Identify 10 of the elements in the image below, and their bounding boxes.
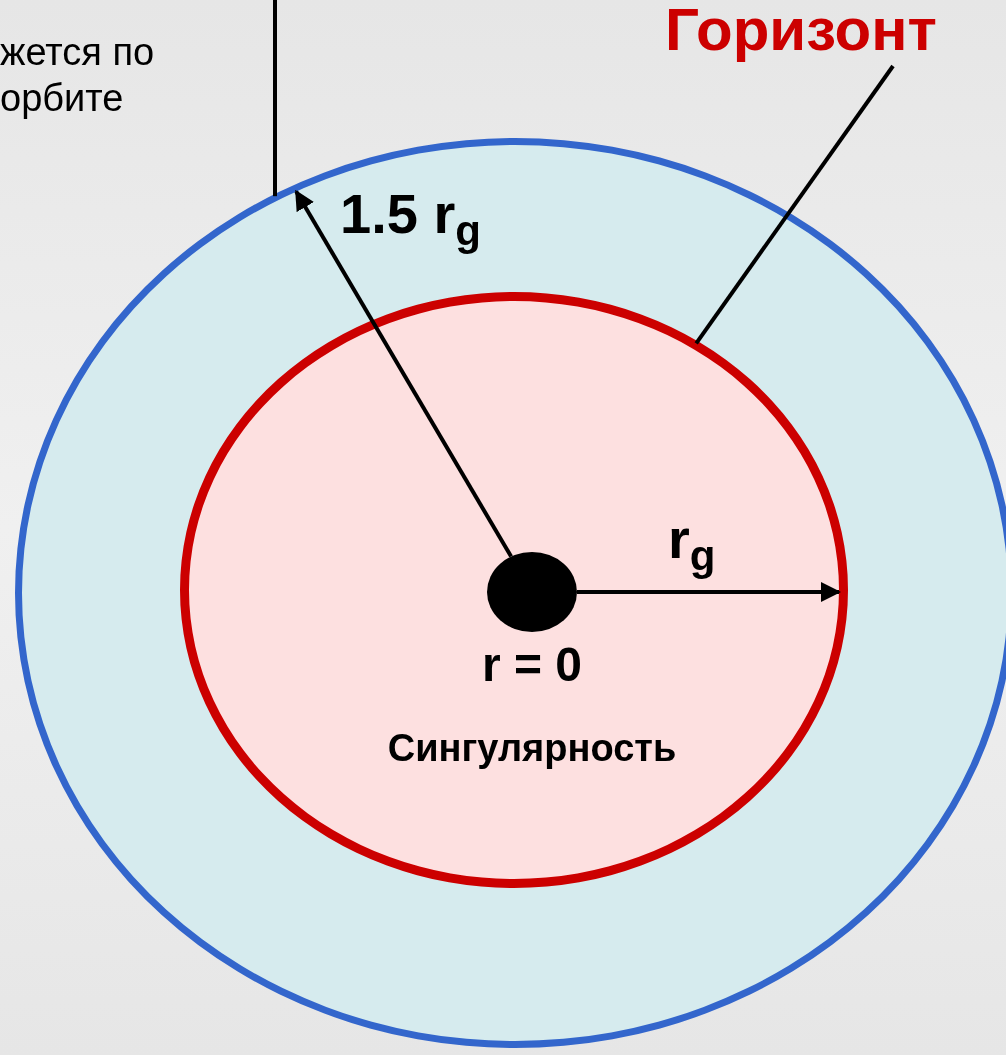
leader-line [694, 64, 895, 345]
arrow [577, 582, 841, 602]
edge-label: 1.5 r$_{g}$ [340, 181, 481, 257]
orbit-note: жется по орбите [0, 30, 156, 121]
horizon-label: Горизонт [665, 0, 938, 60]
arrow [294, 189, 513, 558]
radius-label: r = 0 [481, 638, 583, 691]
singularity-label: Сингулярность [387, 727, 677, 769]
leader-line [273, 0, 277, 197]
edge-label: r$_{g}$ [668, 506, 716, 582]
